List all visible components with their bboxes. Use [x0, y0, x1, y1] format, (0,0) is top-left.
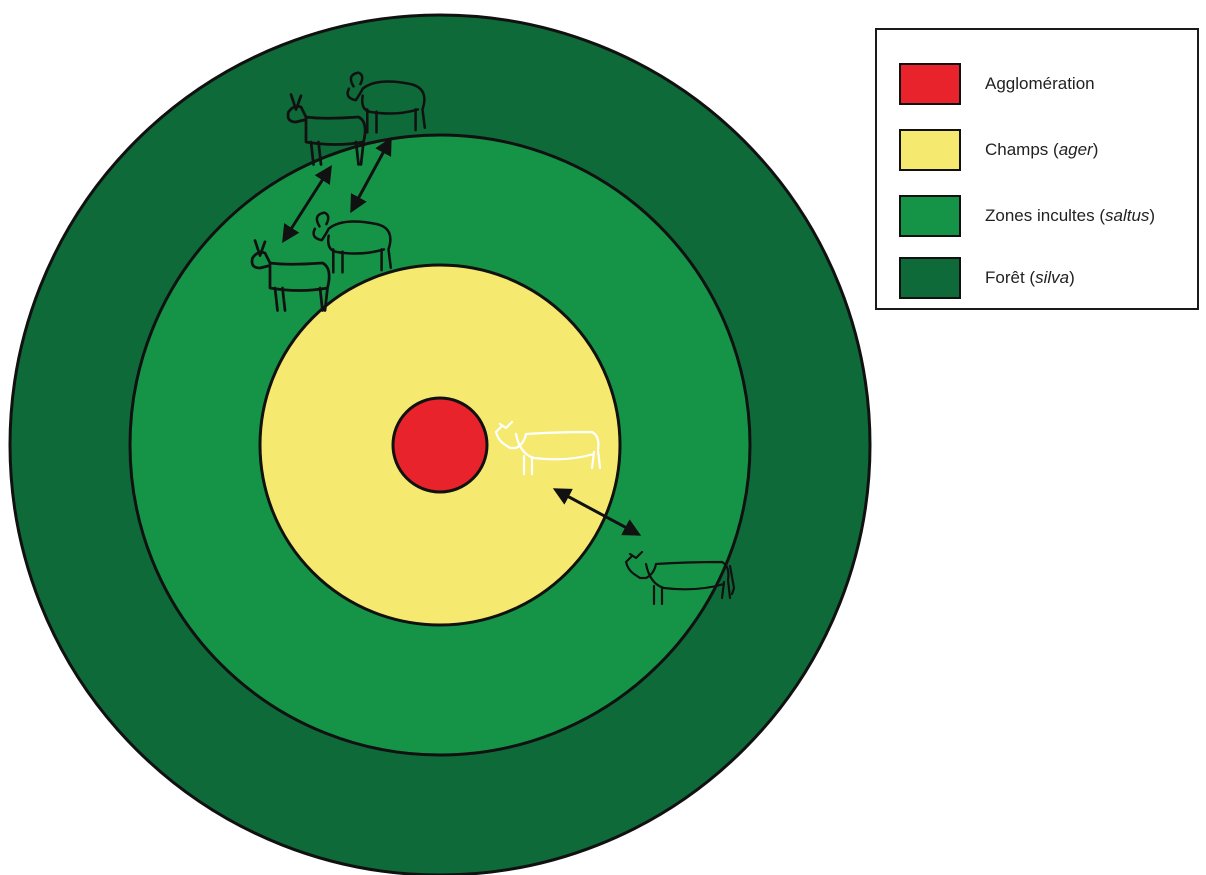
legend-label: Agglomération — [985, 74, 1095, 93]
legend-label: Forêt (silva) — [985, 268, 1075, 287]
transhumance-arrow — [282, 164, 332, 244]
legend: Agglomération Champs (ager) Zones incult… — [875, 28, 1199, 310]
legend-label: Zones incultes (saltus) — [985, 206, 1156, 225]
legend-item-zones-incultes: Zones incultes (saltus) — [899, 194, 1155, 238]
legend-item-agglomeration: Agglomération — [899, 62, 1095, 106]
zone-agglomeration-center — [391, 396, 489, 494]
legend-item-foret: Forêt (silva) — [899, 256, 1075, 300]
cow-icon — [494, 420, 602, 476]
transhumance-arrow — [350, 136, 392, 214]
legend-swatch-yellow — [899, 129, 961, 171]
legend-item-champs: Champs (ager) — [899, 128, 1098, 172]
legend-label: Champs (ager) — [985, 140, 1099, 159]
legend-swatch-dark-green — [899, 257, 961, 299]
legend-swatch-green — [899, 195, 961, 237]
legend-swatch-red — [899, 63, 961, 105]
transhumance-arrow — [552, 488, 642, 536]
